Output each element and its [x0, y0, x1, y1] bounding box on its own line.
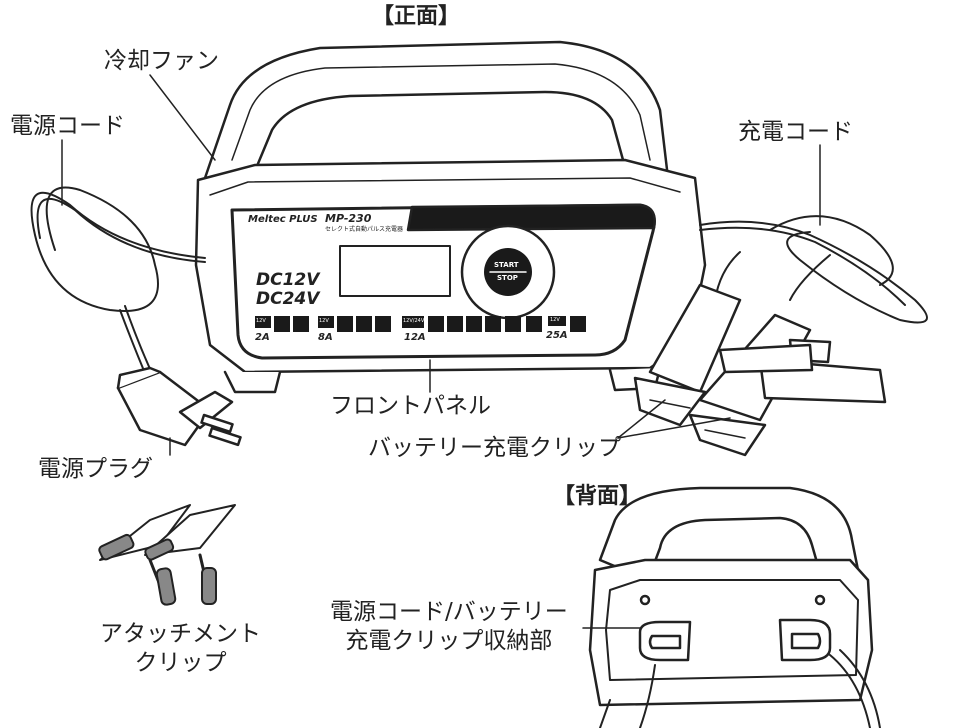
front-view-header: 【正面】 [372, 4, 461, 29]
start-label: START [494, 261, 519, 269]
storage-line2: 充電クリップ収納部 [345, 627, 553, 654]
lcd-display [339, 245, 451, 297]
model-name: MP-230 [325, 212, 372, 225]
mode-12-24v: 12V/24V [403, 318, 425, 324]
brand-logo: Meltec PLUS [248, 214, 318, 225]
attachment-clip-line1: アタッチメント [100, 621, 261, 647]
mode-8a: 8A [318, 332, 333, 343]
handle [203, 40, 670, 180]
battery-clips [633, 283, 887, 457]
model-subtitle: セレクト式自動パルス充電器 [325, 226, 404, 233]
voltage-24: DC24V [256, 289, 320, 309]
power-cord [30, 186, 206, 386]
storage-line1: 電源コード/バッテリー [330, 599, 568, 625]
mode-icons [255, 316, 586, 332]
stop-label: STOP [497, 274, 518, 282]
mode-25a: 25A [546, 330, 568, 341]
mode-12a: 12A [404, 332, 426, 343]
voltage-12: DC12V [256, 270, 320, 290]
back-view-header: 【背面】 [553, 484, 642, 509]
power-plug-label: 電源プラグ [38, 456, 153, 482]
front-charger [194, 40, 707, 394]
mode-2a: 2A [255, 332, 270, 343]
storage-label: 電源コード/バッテリー 充電クリップ収納部 [330, 598, 568, 656]
mode-12v-c: 12V [550, 317, 560, 323]
battery-clip-label: バッテリー充電クリップ [368, 435, 621, 461]
leader-lines [61, 74, 821, 629]
front-panel-label: フロントパネル [330, 393, 491, 419]
cooling-fan-label: 冷却ファン [104, 48, 219, 74]
power-plug [116, 366, 242, 447]
charge-cord-label: 充電コード [738, 119, 853, 145]
attachment-clip-label: アタッチメント クリップ [100, 620, 261, 678]
attachment-clips [98, 504, 236, 606]
back-charger [588, 486, 881, 728]
mode-12v-b: 12V [319, 318, 329, 324]
mode-12v-a: 12V [256, 318, 266, 324]
power-cord-label: 電源コード [10, 113, 125, 139]
attachment-clip-line2: クリップ [134, 649, 227, 676]
